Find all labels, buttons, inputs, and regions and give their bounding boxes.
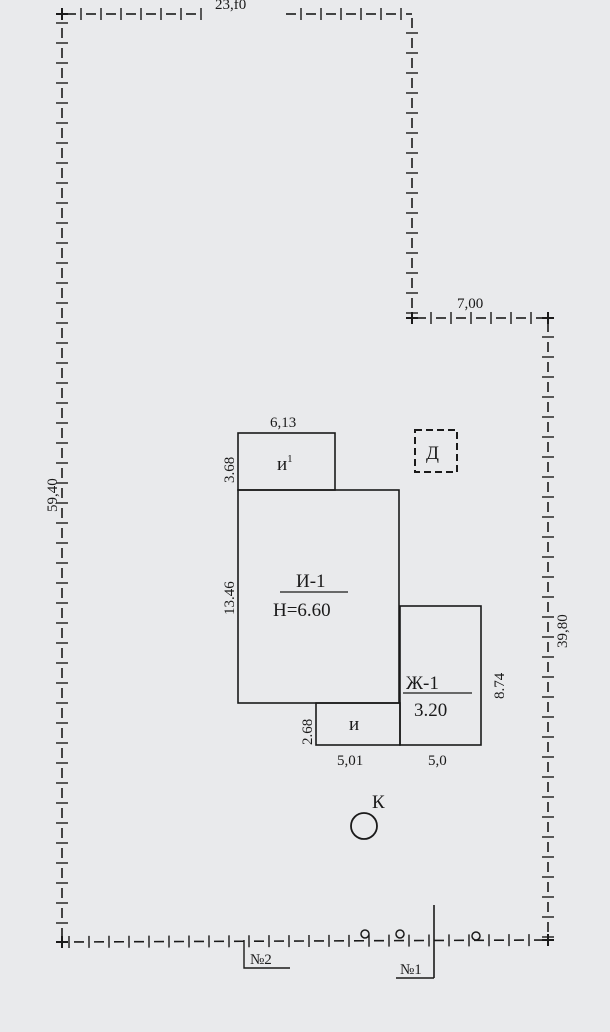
residential-value: 3.20 <box>414 700 447 721</box>
porch-code: и <box>349 714 359 735</box>
porch-width: 5,01 <box>337 753 363 769</box>
annex-top-code: и1 <box>277 453 293 475</box>
main-building: И-1 Н=6.60 13.46 <box>222 490 399 703</box>
boundary-right-length: 39,80 <box>555 614 571 648</box>
residential-width: 5,0 <box>428 753 447 769</box>
boundary-step-length: 7,00 <box>457 296 483 312</box>
main-building-height: Н=6.60 <box>273 600 331 621</box>
d-marker: Д <box>415 430 457 472</box>
boundary-left-length: 59,40 <box>45 478 61 512</box>
porch-building: и 2.68 5,01 <box>300 703 400 769</box>
d-marker-label: Д <box>426 443 439 464</box>
well-label: К <box>372 792 385 813</box>
annex-top-width: 6,13 <box>270 415 296 431</box>
annex-top-building: 6,13 3.68 и1 <box>222 415 335 490</box>
residential-building: Ж-1 3.20 8.74 5,0 <box>400 606 508 769</box>
porch-depth: 2.68 <box>300 719 316 745</box>
residential-code: Ж-1 <box>406 673 439 694</box>
gate-1: №1 <box>396 905 434 978</box>
well-marker: К <box>351 792 385 839</box>
residential-depth: 8.74 <box>492 672 508 699</box>
gate-2-label: №2 <box>250 952 272 968</box>
annex-top-depth: 3.68 <box>222 457 238 483</box>
gate-2: №2 <box>244 940 290 968</box>
gate-1-label: №1 <box>400 962 422 978</box>
main-building-code: И-1 <box>296 571 326 592</box>
property-boundary-fence <box>56 8 554 948</box>
boundary-top-length: 23,f0 <box>215 0 246 13</box>
main-building-depth: 13.46 <box>222 581 238 615</box>
